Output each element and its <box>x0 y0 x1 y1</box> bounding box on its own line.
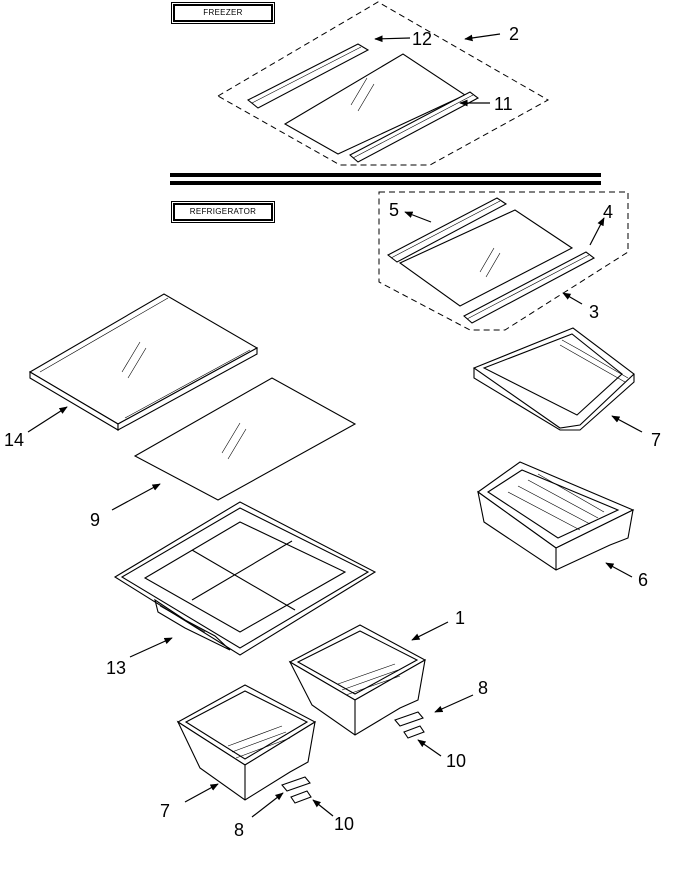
callout-3: 3 <box>589 302 599 322</box>
callout-11: 11 <box>494 94 513 114</box>
crisper-drawer-left <box>176 684 317 801</box>
callout-2: 2 <box>509 24 519 44</box>
callout-8-right: 8 <box>478 678 488 698</box>
callout-13: 13 <box>106 658 126 678</box>
callout-10-left: 10 <box>334 814 354 834</box>
crisper-cover-frame <box>113 501 377 656</box>
callout-7-lower: 7 <box>160 801 170 821</box>
freezer-shelf-assembly <box>216 1 550 166</box>
callout-4: 4 <box>603 202 613 222</box>
refrigerator-shelf-assembly <box>378 191 629 331</box>
callout-1: 1 <box>455 608 465 628</box>
leader-lines <box>27 33 643 818</box>
meat-pan <box>477 461 635 571</box>
refrigerator-section-label: REFRIGERATOR <box>171 201 275 223</box>
callout-5: 5 <box>389 200 399 220</box>
callout-9: 9 <box>90 510 100 530</box>
section-divider <box>170 173 601 185</box>
callout-14: 14 <box>4 430 24 450</box>
humidity-slide-right <box>394 711 425 739</box>
humidity-slide-left <box>281 776 312 804</box>
callout-10-right: 10 <box>446 751 466 771</box>
crisper-drawer-right <box>288 624 427 736</box>
callout-6: 6 <box>638 570 648 590</box>
callout-numbers: 12 2 11 5 4 3 14 7 9 6 1 13 8 10 7 8 10 <box>4 24 661 840</box>
callout-8-left: 8 <box>234 820 244 840</box>
crisper-cover-glass <box>133 377 357 501</box>
meat-pan-cover <box>472 327 635 431</box>
freezer-section-label: FREEZER <box>171 2 275 24</box>
callout-7-upper: 7 <box>651 430 661 450</box>
full-width-glass-shelf <box>28 293 259 431</box>
callout-12: 12 <box>412 29 432 49</box>
